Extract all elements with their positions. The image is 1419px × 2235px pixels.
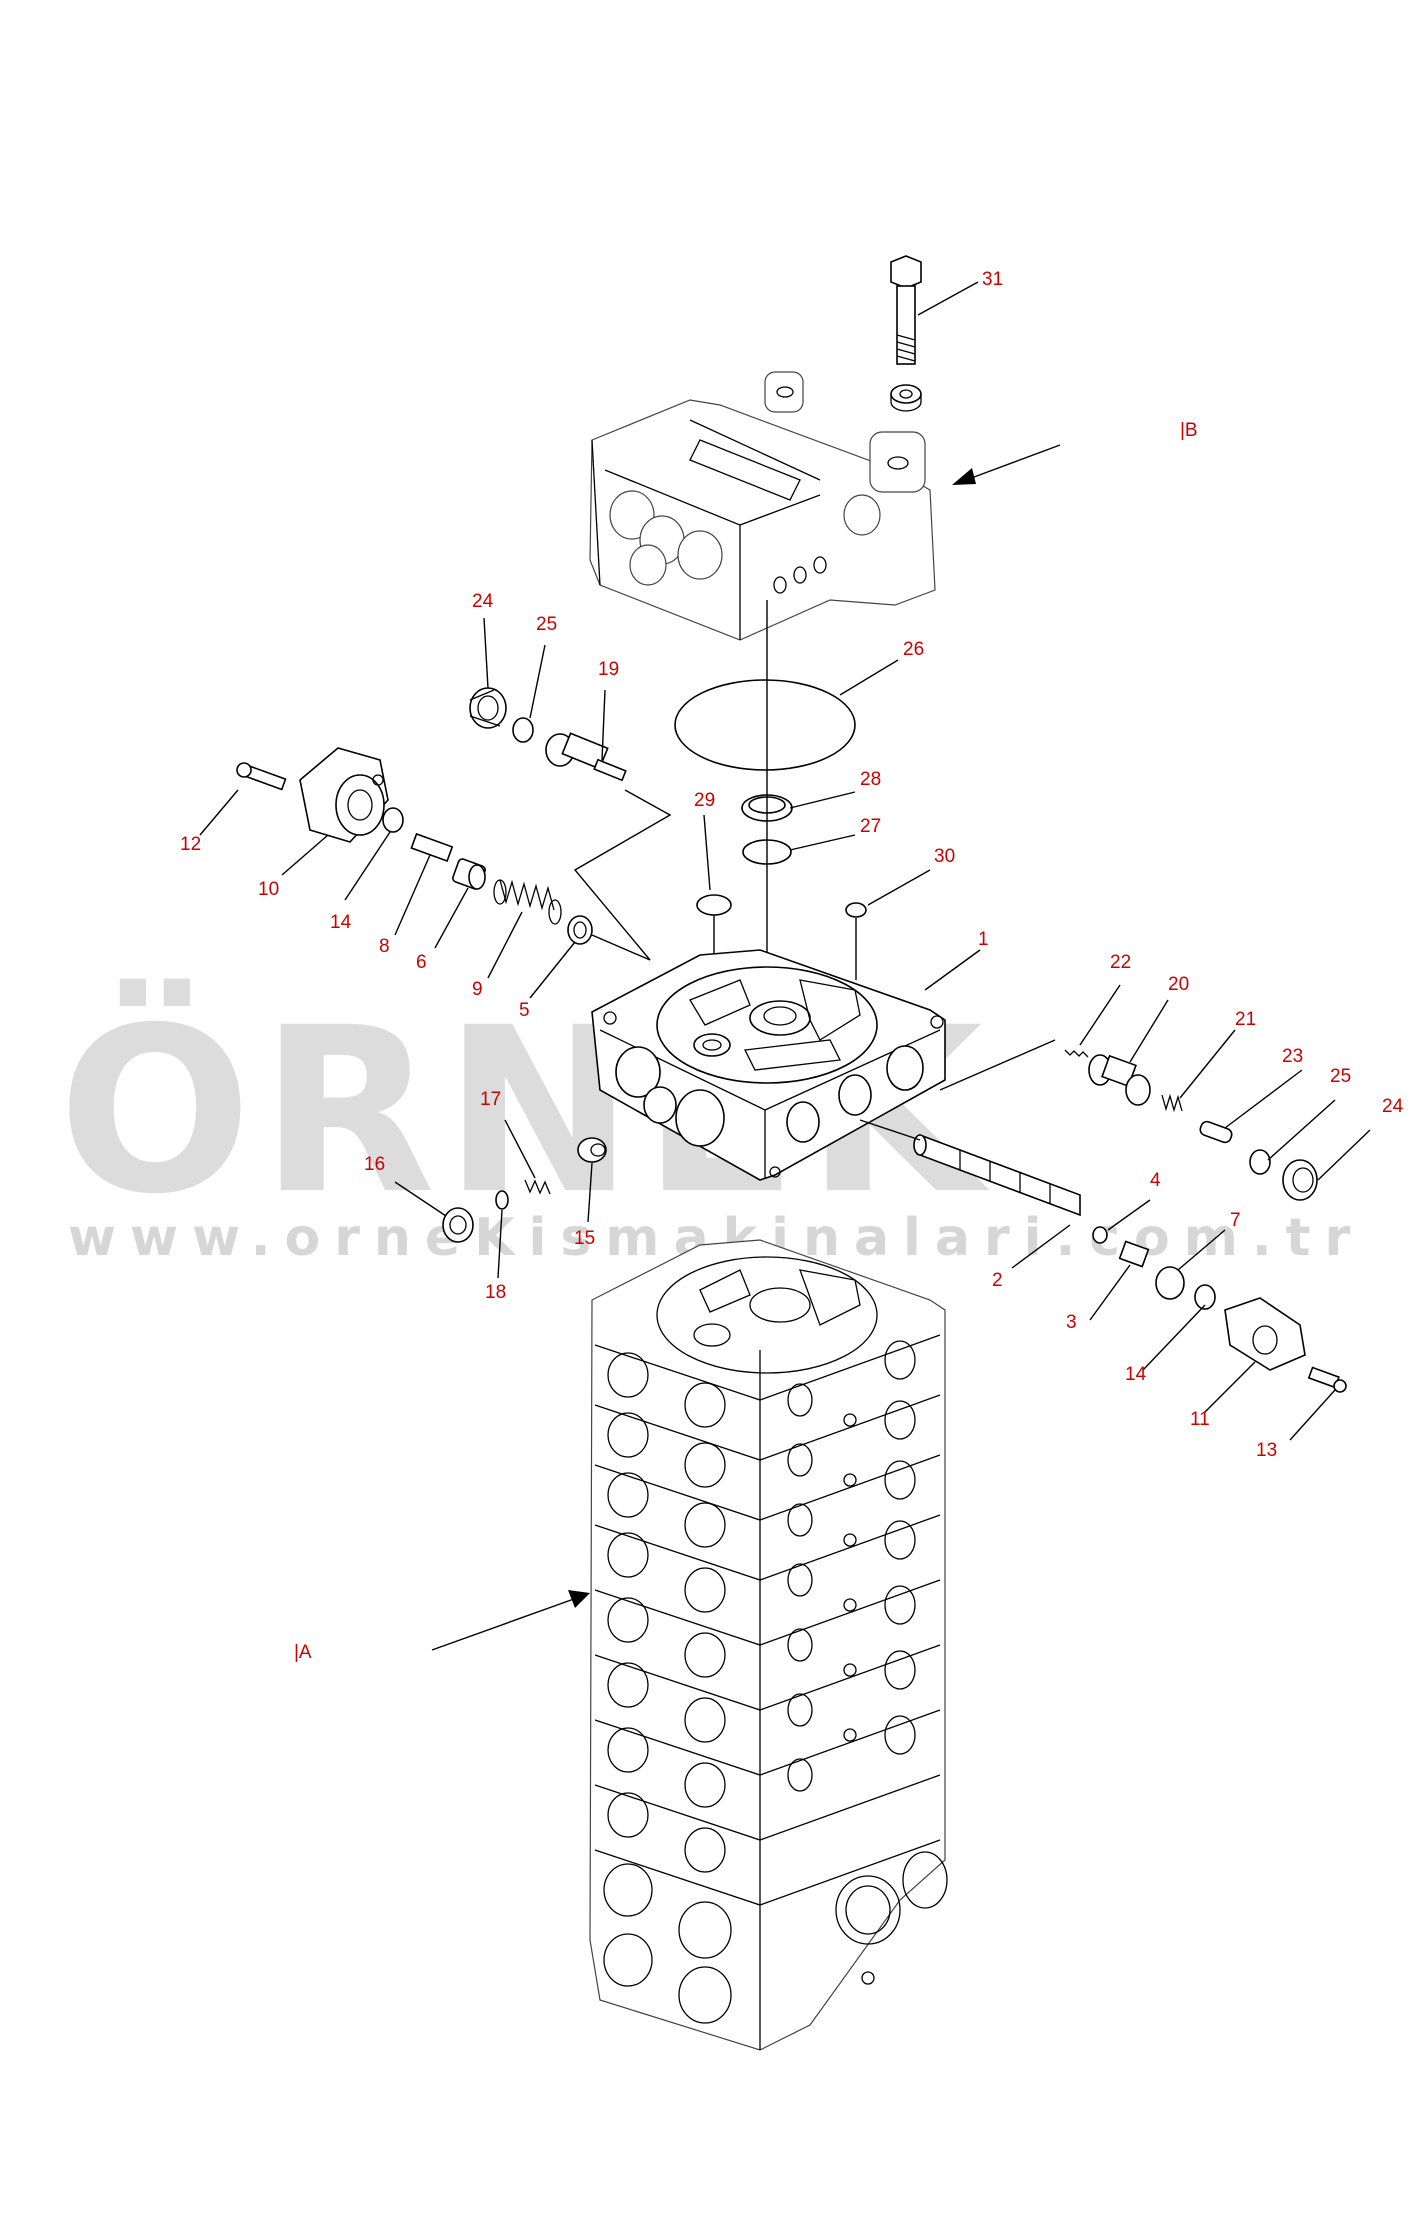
part-22-small-pin	[1064, 1049, 1089, 1058]
part-25-oring-upper	[512, 717, 534, 743]
callout-6: 6	[416, 952, 427, 973]
callout-21: 21	[1235, 1009, 1256, 1030]
callout-24-upper: 24	[472, 591, 494, 612]
view-label-b: |B	[1180, 420, 1198, 441]
callout-12: 12	[180, 834, 201, 855]
view-arrow-b	[952, 444, 1061, 485]
part-18-ring	[495, 1190, 509, 1210]
view-arrow-a	[431, 1590, 590, 1651]
callout-4: 4	[1150, 1170, 1161, 1191]
callout-17: 17	[480, 1089, 501, 1110]
callout-3: 3	[1066, 1312, 1077, 1333]
part-11-cap	[1224, 1297, 1306, 1371]
callout-18: 18	[485, 1282, 506, 1303]
part-14-oring-right	[1194, 1284, 1216, 1310]
callout-9: 9	[472, 979, 483, 1000]
callout-14-left: 14	[330, 912, 352, 933]
callout-20: 20	[1168, 974, 1189, 995]
callout-31: 31	[982, 269, 1003, 290]
callout-8: 8	[379, 936, 390, 957]
callout-19: 19	[598, 659, 619, 680]
callout-23: 23	[1282, 1046, 1303, 1067]
part-19-relief-valve	[545, 732, 627, 782]
callout-2: 2	[992, 1270, 1003, 1291]
callout-24-right: 24	[1382, 1096, 1404, 1117]
callout-22: 22	[1110, 952, 1131, 973]
part-7-retainer	[1155, 1266, 1185, 1300]
callout-leaders	[199, 281, 1371, 1441]
top-cover-block	[589, 371, 936, 641]
part-12-bolt	[236, 762, 287, 791]
part-17-spring	[524, 1179, 551, 1195]
part-5-seal	[567, 915, 593, 945]
callout-1: 1	[978, 929, 989, 950]
part-24-plug-right	[1282, 1159, 1318, 1201]
part-4-ring	[1092, 1226, 1108, 1244]
callout-25-upper: 25	[536, 614, 557, 635]
part-10-cap	[299, 747, 389, 843]
part-2-spool	[913, 1133, 1081, 1217]
callout-11: 11	[1190, 1409, 1210, 1430]
part-24-plug-upper	[469, 687, 507, 729]
part-8-stopper	[410, 832, 454, 863]
part-21-spring	[1161, 1093, 1183, 1113]
part-20-valve	[1088, 1054, 1151, 1106]
part-3-bolt-head	[1118, 1240, 1150, 1268]
part-1-valve-section	[591, 949, 946, 1181]
callout-16: 16	[364, 1154, 385, 1175]
callout-14-right: 14	[1125, 1364, 1147, 1385]
callout-5: 5	[519, 1000, 530, 1021]
callout-13: 13	[1256, 1440, 1277, 1461]
callout-27: 27	[860, 816, 881, 837]
callout-26: 26	[903, 639, 924, 660]
callout-28: 28	[860, 769, 881, 790]
part-23-piston	[1199, 1120, 1233, 1144]
callout-10: 10	[258, 879, 279, 900]
part-29-oring	[696, 894, 732, 916]
callout-7: 7	[1230, 1210, 1241, 1231]
part-25-oring-right	[1249, 1149, 1271, 1175]
part-6-retainer	[452, 858, 486, 890]
part-15-poppet	[577, 1137, 607, 1163]
callout-29: 29	[694, 790, 715, 811]
callout-15: 15	[574, 1228, 595, 1249]
part-31-bolt	[890, 255, 922, 412]
main-valve-stack	[589, 1239, 948, 2051]
callout-labels: 31 26 28 27 29 30 24 25 19 12 10 14 8 6 …	[180, 269, 1404, 1461]
part-13-bolt	[1307, 1366, 1347, 1393]
part-26-oring	[674, 679, 856, 771]
callout-25-right: 25	[1330, 1066, 1351, 1087]
part-16-plug	[442, 1207, 474, 1243]
view-label-a: |A	[294, 1642, 312, 1663]
part-14-oring-left	[382, 807, 404, 833]
part-9-spring	[493, 879, 562, 925]
callout-30: 30	[934, 846, 955, 867]
part-30-oring	[845, 902, 867, 918]
